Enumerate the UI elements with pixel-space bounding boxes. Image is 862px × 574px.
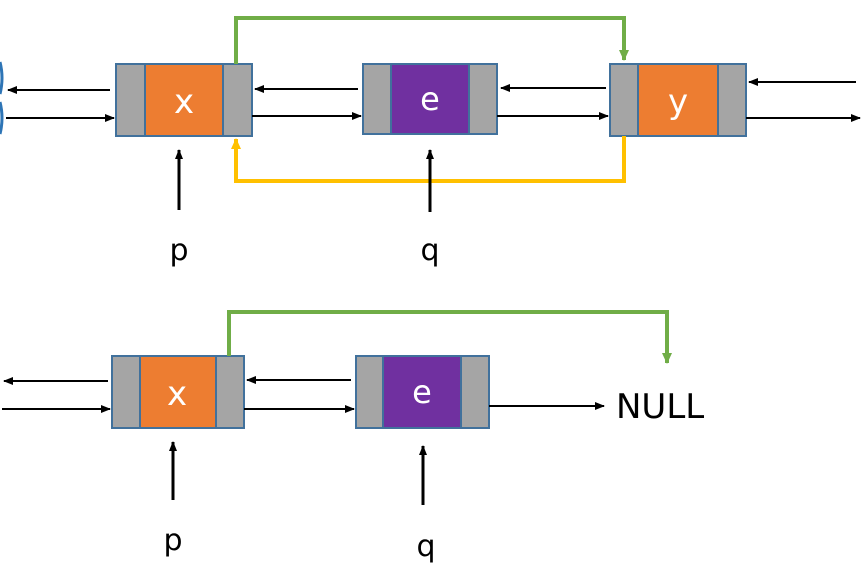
data-cell [139,355,217,429]
q-label: q [416,529,435,564]
next-pointer-cell [222,63,253,137]
node-label: x [174,82,194,122]
node-label: x [167,374,187,414]
null-label: NULL [616,387,704,427]
next-pointer-cell [468,63,498,135]
left-edge-fragment [0,61,4,95]
data-cell [637,63,719,137]
next-pointer-cell [717,63,747,137]
data-cell [382,355,462,429]
bottom-diagram: x e NULL p q [2,310,704,564]
prev-pointer-cell [115,63,146,137]
node-label: e [412,373,432,411]
prev-pointer-cell [355,355,384,429]
top-node-x: x [115,63,253,137]
prev-pointer-cell [362,63,392,135]
node-label: e [420,80,440,118]
green-link-arrow [234,16,629,64]
p-label: p [163,523,182,558]
left-edge-fragment [0,101,4,135]
top-node-y: y [609,63,747,137]
prev-pointer-cell [609,63,639,137]
green-link-arrow [227,310,672,364]
node-label: y [668,82,688,122]
bottom-node-e: e [355,355,490,429]
prev-pointer-cell [111,355,141,429]
bottom-node-x: x [111,355,245,429]
data-cell [390,63,470,135]
p-label: p [169,233,188,268]
data-cell [144,63,224,137]
top-diagram: x e y p q [0,16,861,268]
top-node-e: e [362,63,498,135]
next-pointer-cell [460,355,490,429]
next-pointer-cell [215,355,245,429]
q-label: q [420,233,439,268]
